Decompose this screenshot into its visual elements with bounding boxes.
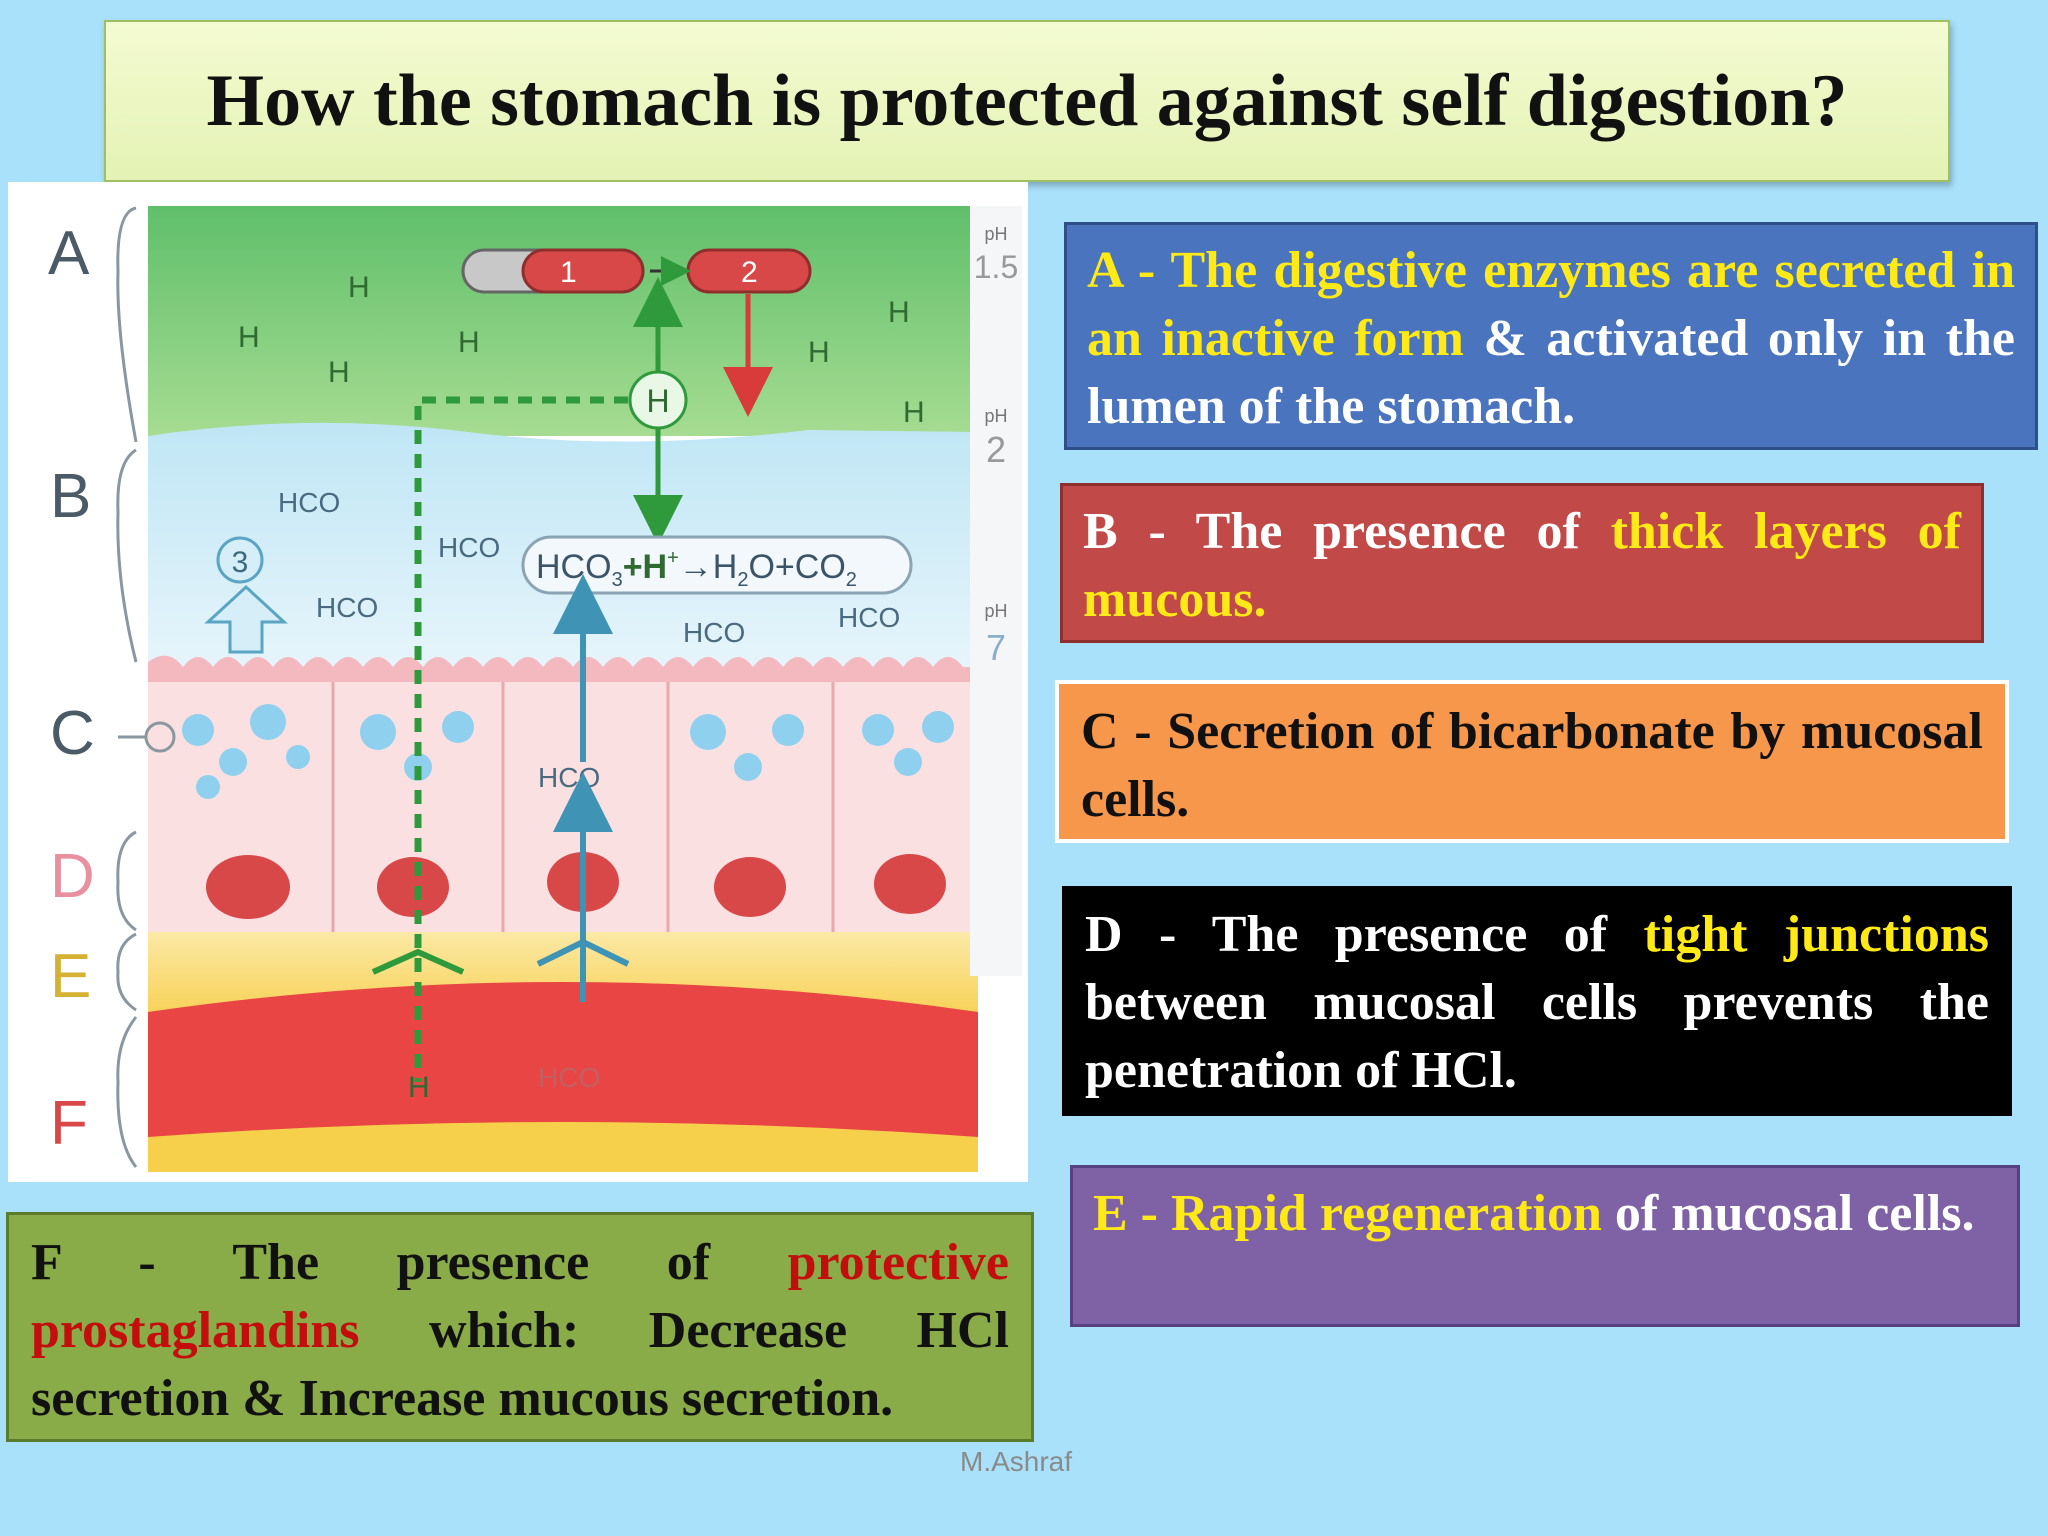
ph-value-2: 2 [986, 429, 1006, 470]
layer-f-blood-vessel [148, 982, 978, 1172]
svg-text:HCO: HCO [838, 602, 900, 633]
svg-text:HCO: HCO [278, 487, 340, 518]
author-credit: M.Ashraf [960, 1446, 1073, 1477]
svg-text:H: H [808, 336, 830, 369]
pepsinogen-molecule: 1 [461, 248, 645, 294]
h-branch [371, 948, 465, 975]
svg-text:H: H [888, 296, 910, 329]
layer-braces [116, 206, 176, 1168]
letter-a: A [48, 219, 90, 288]
ph-value-3: 7 [986, 627, 1006, 668]
nuclei [206, 852, 946, 919]
svg-text:HCO: HCO [683, 617, 745, 648]
point-c-bicarbonate: C - Secretion of bicarbonate by mucosal … [1055, 680, 2009, 843]
layer-f-base [148, 1122, 978, 1172]
neutralization-equation: HCO3+H+→H2O+CO2 [536, 547, 857, 591]
bicarbonate-vesicles [182, 704, 954, 799]
svg-text:H: H [458, 326, 480, 359]
step-3-label: 3 [232, 546, 249, 579]
point-b-text: B - The presence of thick layers of muco… [1083, 503, 1961, 628]
pepsin-molecule: 2 [686, 248, 812, 294]
stomach-wall-diagram: pH 1.5 pH 2 pH 7 A B C D E F 1 2 [8, 182, 1028, 1182]
step-1-label: 1 [560, 256, 577, 289]
point-f-prostaglandins: F - The presence of protective prostagla… [6, 1212, 1034, 1442]
point-f-text: F - The presence of protective prostagla… [31, 1234, 1009, 1427]
h-ions-lumen: H H H H H H H H [238, 271, 925, 1104]
point-d-tight-junctions: D - The presence of tight junctions betw… [1062, 886, 2012, 1116]
ph-label-3: pH [984, 601, 1007, 621]
letter-b: B [50, 462, 91, 531]
layer-a-lumen [148, 206, 978, 436]
svg-text:H: H [328, 356, 350, 389]
letter-d: D [50, 842, 95, 911]
neutralization-box [521, 535, 913, 595]
step-2-label: 2 [741, 256, 758, 289]
point-a-text: A - The digestive enzymes are secreted i… [1087, 242, 2016, 435]
secretion-up-arrow [204, 584, 288, 654]
point-d-text: D - The presence of tight junctions betw… [1085, 906, 1990, 1099]
point-b-mucous-layer: B - The presence of thick layers of muco… [1060, 483, 1984, 643]
svg-text:HCO: HCO [438, 532, 500, 563]
point-c-text: C - Secretion of bicarbonate by mucosal … [1081, 703, 1983, 828]
point-e-regeneration: E - Rapid regeneration of mucosal cells. [1070, 1165, 2020, 1327]
svg-text:HCO: HCO [316, 592, 378, 623]
svg-text:HCO: HCO [538, 1062, 600, 1093]
microvilli [148, 655, 978, 682]
ph-scale [970, 206, 1022, 976]
ph-label-2: pH [984, 406, 1007, 426]
svg-text:H: H [903, 396, 925, 429]
h-circle-label: H [646, 383, 669, 419]
title-banner: How the stomach is protected against sel… [104, 20, 1950, 182]
ph-label-1: pH [984, 224, 1007, 244]
layer-letters: A B C D E F [48, 219, 95, 1158]
point-e-text: E - Rapid regeneration of mucosal cells. [1093, 1185, 1975, 1242]
diagram-svg: pH 1.5 pH 2 pH 7 A B C D E F 1 2 [8, 182, 1028, 1182]
cell-borders [331, 682, 835, 932]
letter-f: F [50, 1089, 88, 1158]
svg-text:H: H [348, 271, 370, 304]
letter-c: C [50, 699, 95, 768]
letter-e: E [50, 942, 91, 1011]
page-title: How the stomach is protected against sel… [206, 59, 1848, 142]
svg-text:H: H [408, 1071, 430, 1104]
svg-text:HCO: HCO [538, 762, 600, 793]
svg-text:H: H [238, 321, 260, 354]
hco3-branch [536, 938, 630, 967]
ph-value-1: 1.5 [974, 249, 1018, 285]
point-a-inactive-enzymes: A - The digestive enzymes are secreted i… [1064, 222, 2038, 450]
step-3-circle [216, 536, 264, 584]
